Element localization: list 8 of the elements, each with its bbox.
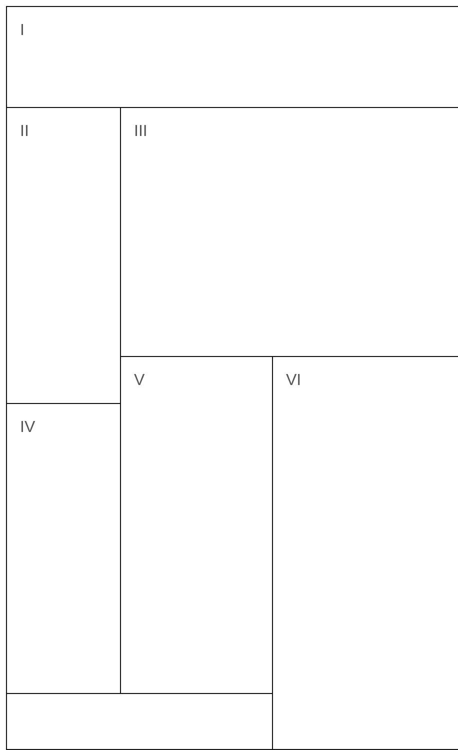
panel-numeral: IV: [20, 418, 36, 438]
panel-box: [6, 693, 273, 750]
panel-numeral: I: [20, 21, 24, 41]
panel-numeral: II: [20, 122, 29, 142]
panel-numeral: III: [134, 122, 148, 142]
panel-numeral: V: [134, 371, 145, 391]
panel-numeral: VI: [286, 371, 302, 391]
panel-box: [6, 6, 458, 108]
